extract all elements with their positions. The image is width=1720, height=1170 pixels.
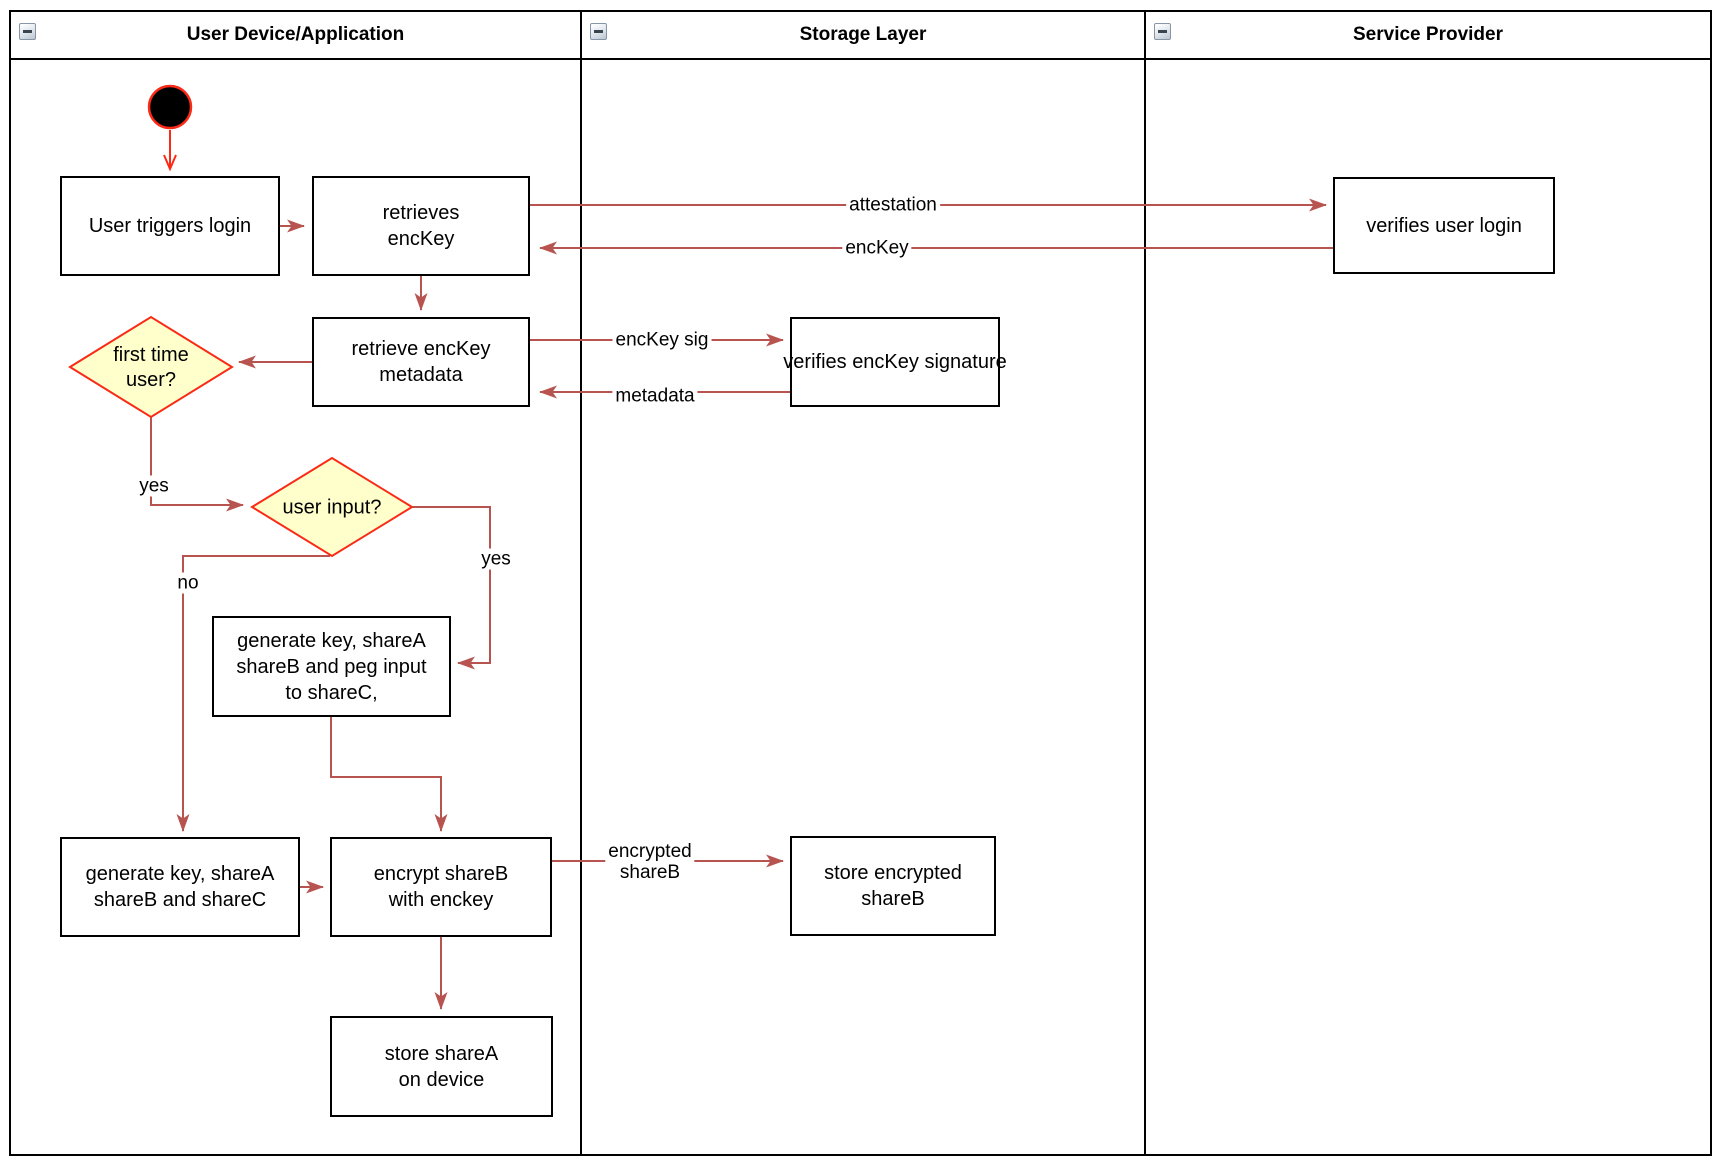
- node-verifies-user-login[interactable]: verifies user login: [1333, 177, 1555, 274]
- decision-user-input-label: user input?: [282, 496, 382, 519]
- node-verifies-enckey-signature[interactable]: verifies encKey signature: [783, 317, 1007, 407]
- edge-label-enckey: encKey: [842, 237, 912, 259]
- start-node[interactable]: [147, 84, 193, 130]
- lane-header-storage-layer: Storage Layer: [582, 12, 1144, 60]
- edge-user-input-yes[interactable]: [412, 506, 491, 670]
- lane-header-service-provider: Service Provider: [1146, 12, 1710, 60]
- edge-label-encrypted-shareb: encrypted shareB: [605, 841, 695, 883]
- lane-title: Storage Layer: [799, 24, 927, 45]
- edge-label-first-time-yes: yes: [136, 475, 172, 497]
- edge-label-user-input-yes: yes: [478, 548, 514, 570]
- lane-service-provider: Service Provider: [1144, 12, 1710, 1154]
- edge-label-attestation: attestation: [846, 194, 940, 216]
- lane-title: Service Provider: [1353, 24, 1503, 45]
- lane-header-user-device: User Device/Application: [11, 12, 580, 60]
- node-retrieve-enckey-metadata[interactable]: retrieve encKey metadata: [312, 317, 530, 407]
- collapse-lane-icon[interactable]: [19, 23, 36, 40]
- lane-user-device: User Device/Application: [11, 12, 580, 1154]
- node-store-encrypted-shareb[interactable]: store encrypted shareB: [790, 836, 996, 936]
- edge-user-input-no[interactable]: [176, 555, 330, 832]
- node-generate-key-peg-input[interactable]: generate key, shareA shareB and peg inpu…: [212, 616, 451, 717]
- edge-label-enckey-sig: encKey sig: [612, 329, 712, 351]
- edge-peg-to-encrypt[interactable]: [330, 717, 448, 832]
- lane-storage-layer: Storage Layer: [580, 12, 1144, 1154]
- decision-first-time-user[interactable]: [68, 315, 234, 419]
- collapse-lane-icon[interactable]: [1154, 23, 1171, 40]
- node-generate-key-sharec[interactable]: generate key, shareA shareB and shareC: [60, 837, 300, 937]
- decision-first-time-user-label: first time user?: [113, 344, 189, 391]
- edge-label-user-input-no: no: [174, 572, 202, 594]
- edge-label-metadata: metadata: [612, 385, 698, 407]
- lane-title: User Device/Application: [186, 24, 405, 45]
- node-retrieves-enckey[interactable]: retrieves encKey: [312, 176, 530, 276]
- edge-first-time-yes[interactable]: [150, 417, 244, 512]
- collapse-lane-icon[interactable]: [590, 23, 607, 40]
- decision-user-input[interactable]: [250, 456, 414, 558]
- node-user-triggers-login[interactable]: User triggers login: [60, 176, 280, 276]
- node-encrypt-shareb[interactable]: encrypt shareB with enckey: [330, 837, 552, 937]
- node-store-sharea-on-device[interactable]: store shareA on device: [330, 1016, 553, 1117]
